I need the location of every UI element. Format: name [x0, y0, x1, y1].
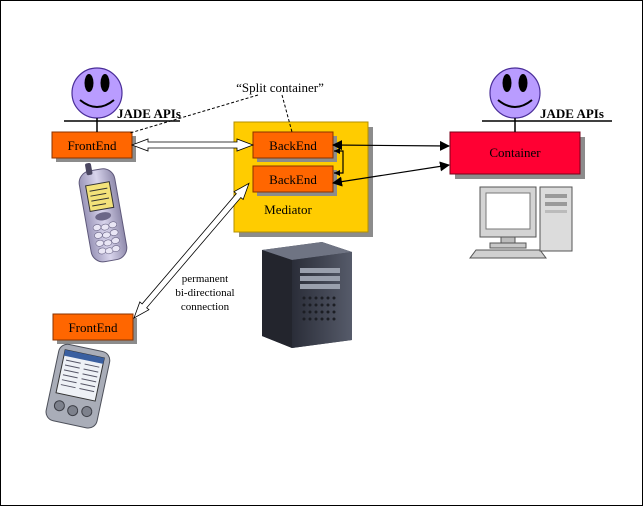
frontend-pda-box: FrontEnd [52, 313, 137, 344]
frontend-phone-box: FrontEnd [51, 131, 136, 162]
backend-top-box: BackEnd [252, 131, 337, 162]
backend-top-label: BackEnd [269, 138, 317, 153]
hollow-arrow-pda-backend [133, 182, 250, 319]
jade-apis-right-label: JADE APIs [540, 106, 604, 121]
frontend-pda-label: FrontEnd [68, 320, 118, 335]
backend-bottom-box: BackEnd [252, 165, 337, 196]
container-label: Container [489, 145, 541, 160]
connection-line1: permanent [182, 273, 228, 285]
smiley-user-icon [64, 67, 180, 132]
backend-link-arrow-bottom [334, 170, 340, 176]
container-box: Container [449, 131, 585, 179]
server-tower-icon [262, 242, 352, 348]
split-container-label: “Split container” [236, 80, 324, 95]
hollow-arrow-frontend-backend [130, 138, 255, 152]
smiley-user-icon [482, 67, 612, 132]
connection-line3: connection [181, 301, 230, 313]
jade-apis-left-label: JADE APIs [117, 106, 181, 121]
backend-bottom-label: BackEnd [269, 172, 317, 187]
connection-line2: bi-directional [175, 287, 234, 299]
desktop-computer-icon [469, 186, 573, 259]
split-dash-right [281, 94, 293, 133]
backend-link-arrow-top [334, 148, 340, 154]
mobile-phone-icon [78, 162, 128, 263]
arrow-backend-bottom-container [332, 161, 450, 187]
frontend-phone-label: FrontEnd [67, 138, 117, 153]
pda-icon [45, 343, 111, 429]
split-dash-left [129, 94, 259, 134]
mediator-label: Mediator [264, 202, 312, 217]
arrow-backend-top-container [332, 140, 450, 151]
